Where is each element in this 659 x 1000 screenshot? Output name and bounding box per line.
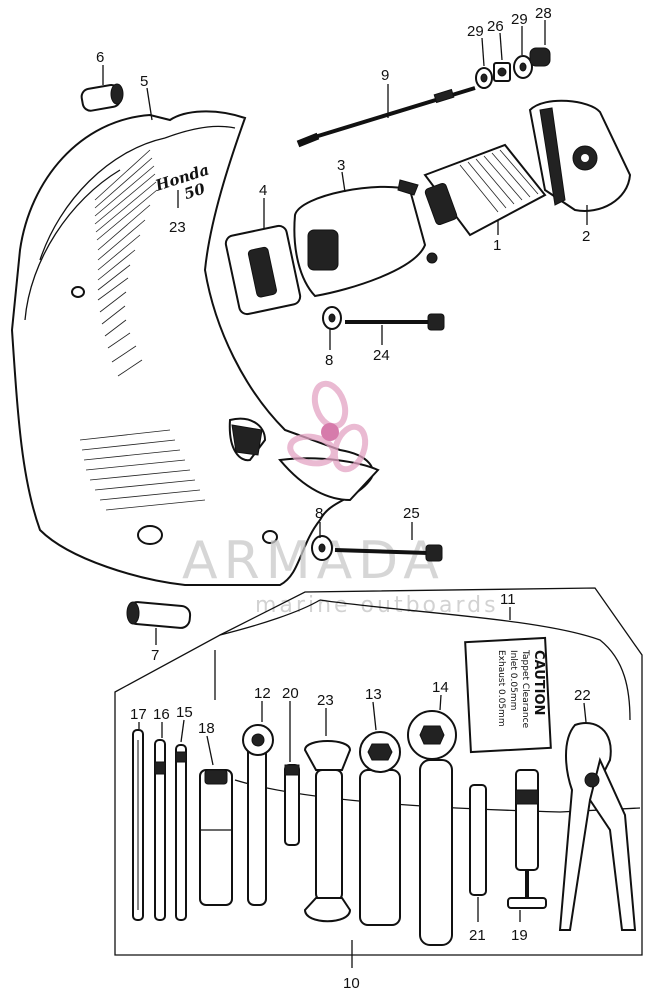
pliers-22	[558, 722, 637, 931]
callout-28: 28	[535, 5, 552, 22]
caution-title: CAUTION	[531, 650, 546, 715]
leader-lines	[102, 20, 588, 968]
callout-21: 21	[469, 927, 486, 944]
caution-line-2: Inlet 0.05mm	[508, 650, 518, 710]
spark-plug-wrench-18	[199, 769, 233, 906]
nut-27	[493, 62, 511, 82]
callout-12: 12	[254, 685, 271, 702]
bolt-25	[345, 313, 445, 331]
callout-numbers: 6 5 9 29 26 29 28 3 4 23 1 2 8 24 25 8 7…	[96, 5, 591, 992]
rubber-gasket-4	[224, 224, 302, 316]
callout-1: 1	[493, 237, 501, 254]
lamp-housing-3	[293, 179, 438, 298]
callout-2: 2	[582, 228, 590, 245]
bolt-26	[334, 544, 443, 562]
callout-7: 6	[96, 49, 104, 66]
callout-20: 20	[282, 685, 299, 702]
watermark-logo	[287, 380, 369, 473]
callout-4: 4	[259, 182, 267, 199]
caution-line-3: Exhaust 0.05mm	[496, 650, 506, 727]
callout-3: 3	[337, 157, 345, 174]
screwdriver-16	[154, 739, 166, 921]
callout-27: 26	[487, 18, 504, 35]
tool-20	[284, 764, 300, 846]
long-bolt-9	[296, 86, 476, 148]
rubber-bushing-7	[80, 83, 124, 112]
callout-10: 10	[343, 975, 360, 992]
callout-8-lower: 8	[315, 505, 323, 522]
filter-cover-2	[528, 99, 632, 212]
callout-15: 15	[176, 704, 193, 721]
callout-18: 18	[198, 720, 215, 737]
caution-label: CAUTION Tappet Clearance Inlet 0.05mm Ex…	[464, 636, 552, 754]
shield-hatching	[79, 149, 206, 511]
watermark-tagline: marine outboards	[255, 593, 499, 618]
callout-23: 23	[317, 692, 334, 709]
callout-14: 14	[432, 679, 449, 696]
leg-shield-cover: Honda 50	[10, 110, 380, 586]
cover-brand-model: 50	[182, 179, 208, 203]
washer-29b	[513, 55, 533, 79]
callout-8-upper: 8	[325, 352, 333, 369]
callout-17: 17	[130, 706, 147, 723]
callout-29a: 29	[467, 23, 484, 40]
callout-29b: 29	[511, 11, 528, 28]
callout-11: 11	[500, 591, 516, 608]
callout-6: 7	[151, 647, 159, 664]
rubber-bushing-6	[126, 601, 192, 629]
callout-19: 19	[511, 927, 528, 944]
callout-26: 25	[403, 505, 420, 522]
watermark-brand: ARMADA	[182, 531, 445, 591]
watermark: ARMADA marine outboards	[182, 380, 499, 618]
box-wrench-13	[359, 731, 401, 926]
filter-element-1	[423, 143, 547, 237]
tool-bar-21	[469, 784, 487, 896]
box-wrench-12	[242, 724, 274, 906]
callout-13: 13	[365, 686, 382, 703]
screwdriver-17	[132, 729, 144, 921]
tire-valve-tool-19	[507, 769, 547, 909]
callout-9: 9	[381, 67, 389, 84]
open-wrench-23	[303, 740, 352, 923]
washer-8-lower	[311, 535, 333, 561]
callout-5: 5	[140, 73, 148, 90]
box-wrench-14	[407, 710, 457, 946]
cap-nut-28	[529, 47, 551, 67]
washer-29	[475, 67, 493, 89]
callout-16: 16	[153, 706, 170, 723]
caution-line-1: Tappet Clearance	[520, 649, 530, 729]
callout-24: 23	[169, 219, 186, 236]
mount-hole	[71, 286, 85, 298]
callout-25: 24	[373, 347, 390, 364]
filter-ribs	[459, 149, 539, 213]
washer-8-upper	[322, 306, 342, 330]
screwdriver-15	[175, 744, 187, 921]
callout-22: 22	[574, 687, 591, 704]
mount-hole	[137, 525, 163, 545]
